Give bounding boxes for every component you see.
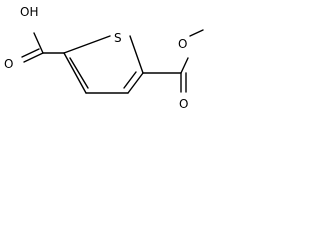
hydroxyl-label: OH: [20, 5, 38, 19]
bond-acid-carbonyl-2: [21, 48, 40, 58]
bond-ester-carbon-oxygen: [180, 57, 189, 74]
structure-canvas: OH O S O O: [0, 0, 206, 134]
bond-s-c2: [63, 35, 111, 54]
bond-acid-carbonyl-1: [23, 52, 44, 63]
ring-sulfur-label: S: [114, 31, 122, 45]
bond-s-c5: [129, 35, 144, 74]
bond-acid-carbon-hydroxyl: [33, 32, 44, 54]
bond-c2-c3-inner: [69, 57, 89, 89]
ester-oxygen-label: O: [178, 37, 187, 51]
acid-carbonyl-oxygen-label: O: [4, 57, 13, 71]
bond-ester-oxygen-methyl: [189, 29, 204, 37]
bond-c4-c5: [127, 72, 144, 94]
bond-c4-c5-inner: [123, 71, 137, 89]
thiophene-structure-diagram: OH O S O O: [4, 5, 204, 111]
ester-carbonyl-oxygen-label: O: [179, 97, 188, 111]
bond-c2-c3: [63, 52, 87, 94]
